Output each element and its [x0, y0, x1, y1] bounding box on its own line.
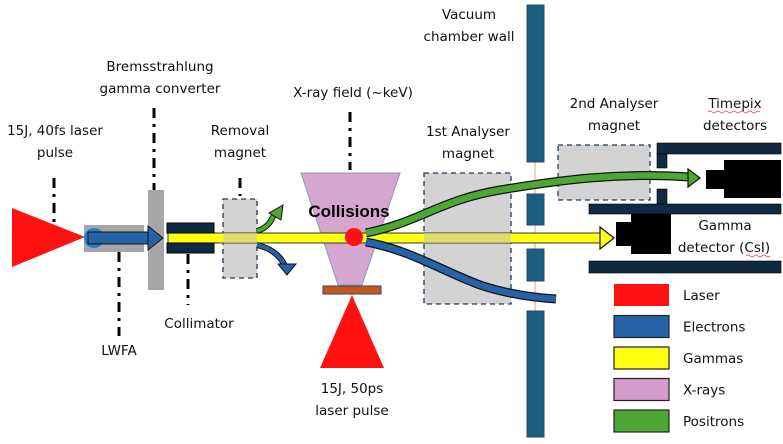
legend-swatch — [614, 284, 669, 306]
label-laser-40fs-line1: 15J, 40fs laser — [7, 123, 103, 139]
legend-swatch — [613, 346, 670, 370]
label-laser-50ps-line1: 15J, 50ps — [321, 381, 384, 397]
legend-label: Gammas — [683, 351, 743, 367]
label-analyser-1-line1: 1st Analyser — [426, 124, 510, 140]
label-timepix-line1: Timepix — [707, 96, 761, 112]
legend-label: X-rays — [683, 383, 725, 399]
vacuum-chamber-wall — [526, 4, 545, 438]
wall-segment — [526, 193, 545, 226]
label-laser-50ps-line2: laser pulse — [315, 403, 388, 419]
label-xray-field: X-ray field (~keV) — [293, 85, 413, 101]
label-bremsstrahlung-line1: Bremsstrahlung — [106, 59, 213, 75]
collimator — [166, 222, 215, 254]
label-laser-40fs-line2: pulse — [37, 145, 73, 161]
wall-segment — [526, 248, 545, 282]
laser-40fs-triangle — [12, 208, 85, 267]
collision-point — [345, 228, 363, 246]
label-analyser-2-line2: magnet — [588, 118, 640, 134]
spellcheck-underline — [707, 110, 761, 114]
label-analyser-1-line2: magnet — [442, 146, 494, 162]
legend-label: Positrons — [683, 414, 744, 430]
label-timepix-line2: detectors — [703, 118, 767, 134]
label-bremsstrahlung-line2: gamma converter — [100, 81, 221, 97]
wall-segment — [526, 310, 545, 438]
gamma-detector — [616, 214, 671, 254]
label-removal-magnet-line2: magnet — [214, 145, 266, 161]
label-gamma-detector-line2: detector (CsI) — [678, 240, 770, 256]
legend-label: Laser — [683, 288, 720, 304]
laser-50ps-triangle — [320, 295, 384, 368]
label-removal-magnet-line1: Removal — [211, 123, 270, 139]
label-vacuum-wall-line1: Vacuum — [442, 7, 496, 23]
legend-swatch — [613, 377, 670, 402]
legend-item-positrons: Positrons — [613, 409, 744, 433]
spellcheck-underline — [745, 254, 771, 258]
label-collisions: Collisions — [308, 202, 389, 221]
label-vacuum-wall-line2: chamber wall — [424, 29, 515, 45]
legend-item-laser: Laser — [614, 284, 720, 306]
label-lwfa: LWFA — [101, 343, 137, 359]
legend-item-gammas: Gammas — [613, 346, 743, 370]
wall-segment — [526, 4, 545, 163]
xray-target-plate — [322, 285, 382, 295]
electron-beam-arrow — [84, 224, 164, 252]
label-analyser-2-line1: 2nd Analyser — [570, 96, 659, 112]
legend-swatch — [613, 314, 670, 339]
legend-item-electrons: Electrons — [613, 314, 745, 339]
legend-item-x-rays: X-rays — [613, 377, 725, 402]
timepix-housing — [588, 142, 782, 274]
legend-label: Electrons — [683, 320, 745, 336]
label-collimator: Collimator — [164, 316, 234, 332]
legend-swatch — [613, 409, 670, 433]
label-gamma-detector-line1: Gamma — [698, 218, 751, 234]
timepix-detector — [706, 160, 781, 198]
